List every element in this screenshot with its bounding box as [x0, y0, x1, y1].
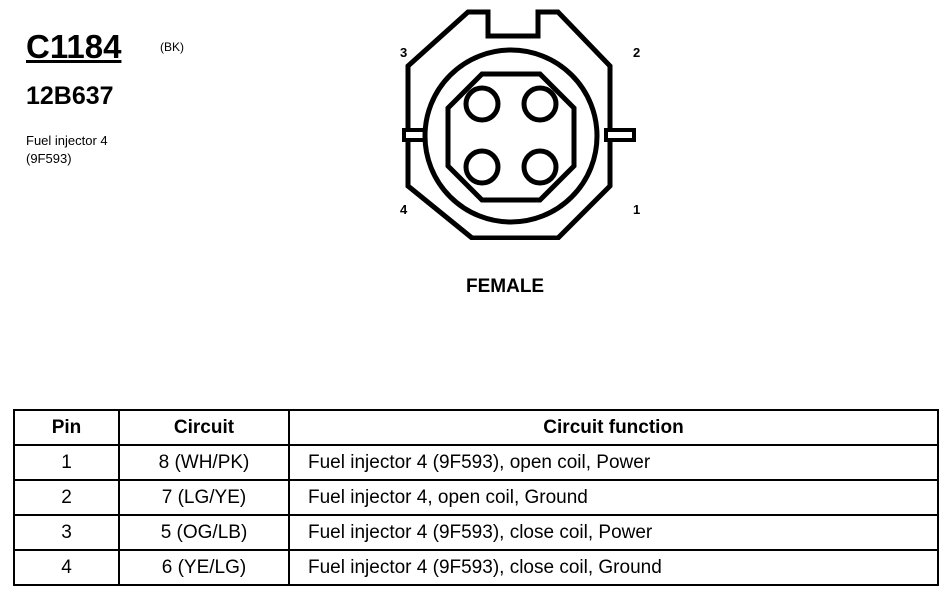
header-circuit: Circuit	[118, 409, 290, 446]
pin-cell: 1	[13, 444, 120, 481]
component-reference: (9F593)	[26, 151, 72, 166]
pin-table: Pin Circuit Circuit function 1 8 (WH/PK)…	[13, 409, 939, 586]
header-pin: Pin	[13, 409, 120, 446]
header-circuit-function: Circuit function	[288, 409, 939, 446]
pin-label-3: 3	[400, 45, 408, 60]
pin-cell: 4	[13, 549, 120, 586]
circuit-cell: 6 (YE/LG)	[118, 549, 290, 586]
table-row: 2 7 (LG/YE) Fuel injector 4, open coil, …	[13, 479, 939, 516]
terminal-cavity-3	[463, 85, 501, 123]
gender-label: FEMALE	[466, 276, 545, 297]
part-number: 12B637	[26, 82, 114, 110]
function-cell: Fuel injector 4 (9F593), close coil, Pow…	[288, 514, 939, 551]
connector-id: C1184	[26, 28, 122, 65]
table-header-row: Pin Circuit Circuit function	[13, 409, 939, 446]
color-code: (BK)	[160, 40, 184, 54]
function-cell: Fuel injector 4 (9F593), close coil, Gro…	[288, 549, 939, 586]
connector-housing	[405, 9, 613, 240]
terminal-cavity-4	[463, 148, 501, 186]
pin-cell: 3	[13, 514, 120, 551]
pin-label-2: 2	[633, 45, 641, 60]
terminal-insert	[445, 71, 577, 203]
circuit-cell: 8 (WH/PK)	[118, 444, 290, 481]
pin-label-1: 1	[633, 202, 641, 217]
terminal-cavity-2	[521, 85, 559, 123]
right-key	[604, 128, 636, 142]
connector-face-diagram	[402, 9, 636, 240]
pin-label-4: 4	[400, 202, 408, 217]
table-row: 4 6 (YE/LG) Fuel injector 4 (9F593), clo…	[13, 549, 939, 586]
table-row: 3 5 (OG/LB) Fuel injector 4 (9F593), clo…	[13, 514, 939, 551]
circuit-cell: 5 (OG/LB)	[118, 514, 290, 551]
pin-cell: 2	[13, 479, 120, 516]
function-cell: Fuel injector 4 (9F593), open coil, Powe…	[288, 444, 939, 481]
circuit-cell: 7 (LG/YE)	[118, 479, 290, 516]
table-row: 1 8 (WH/PK) Fuel injector 4 (9F593), ope…	[13, 444, 939, 481]
function-cell: Fuel injector 4, open coil, Ground	[288, 479, 939, 516]
component-description: Fuel injector 4	[26, 133, 108, 148]
terminal-cavity-1	[521, 148, 559, 186]
